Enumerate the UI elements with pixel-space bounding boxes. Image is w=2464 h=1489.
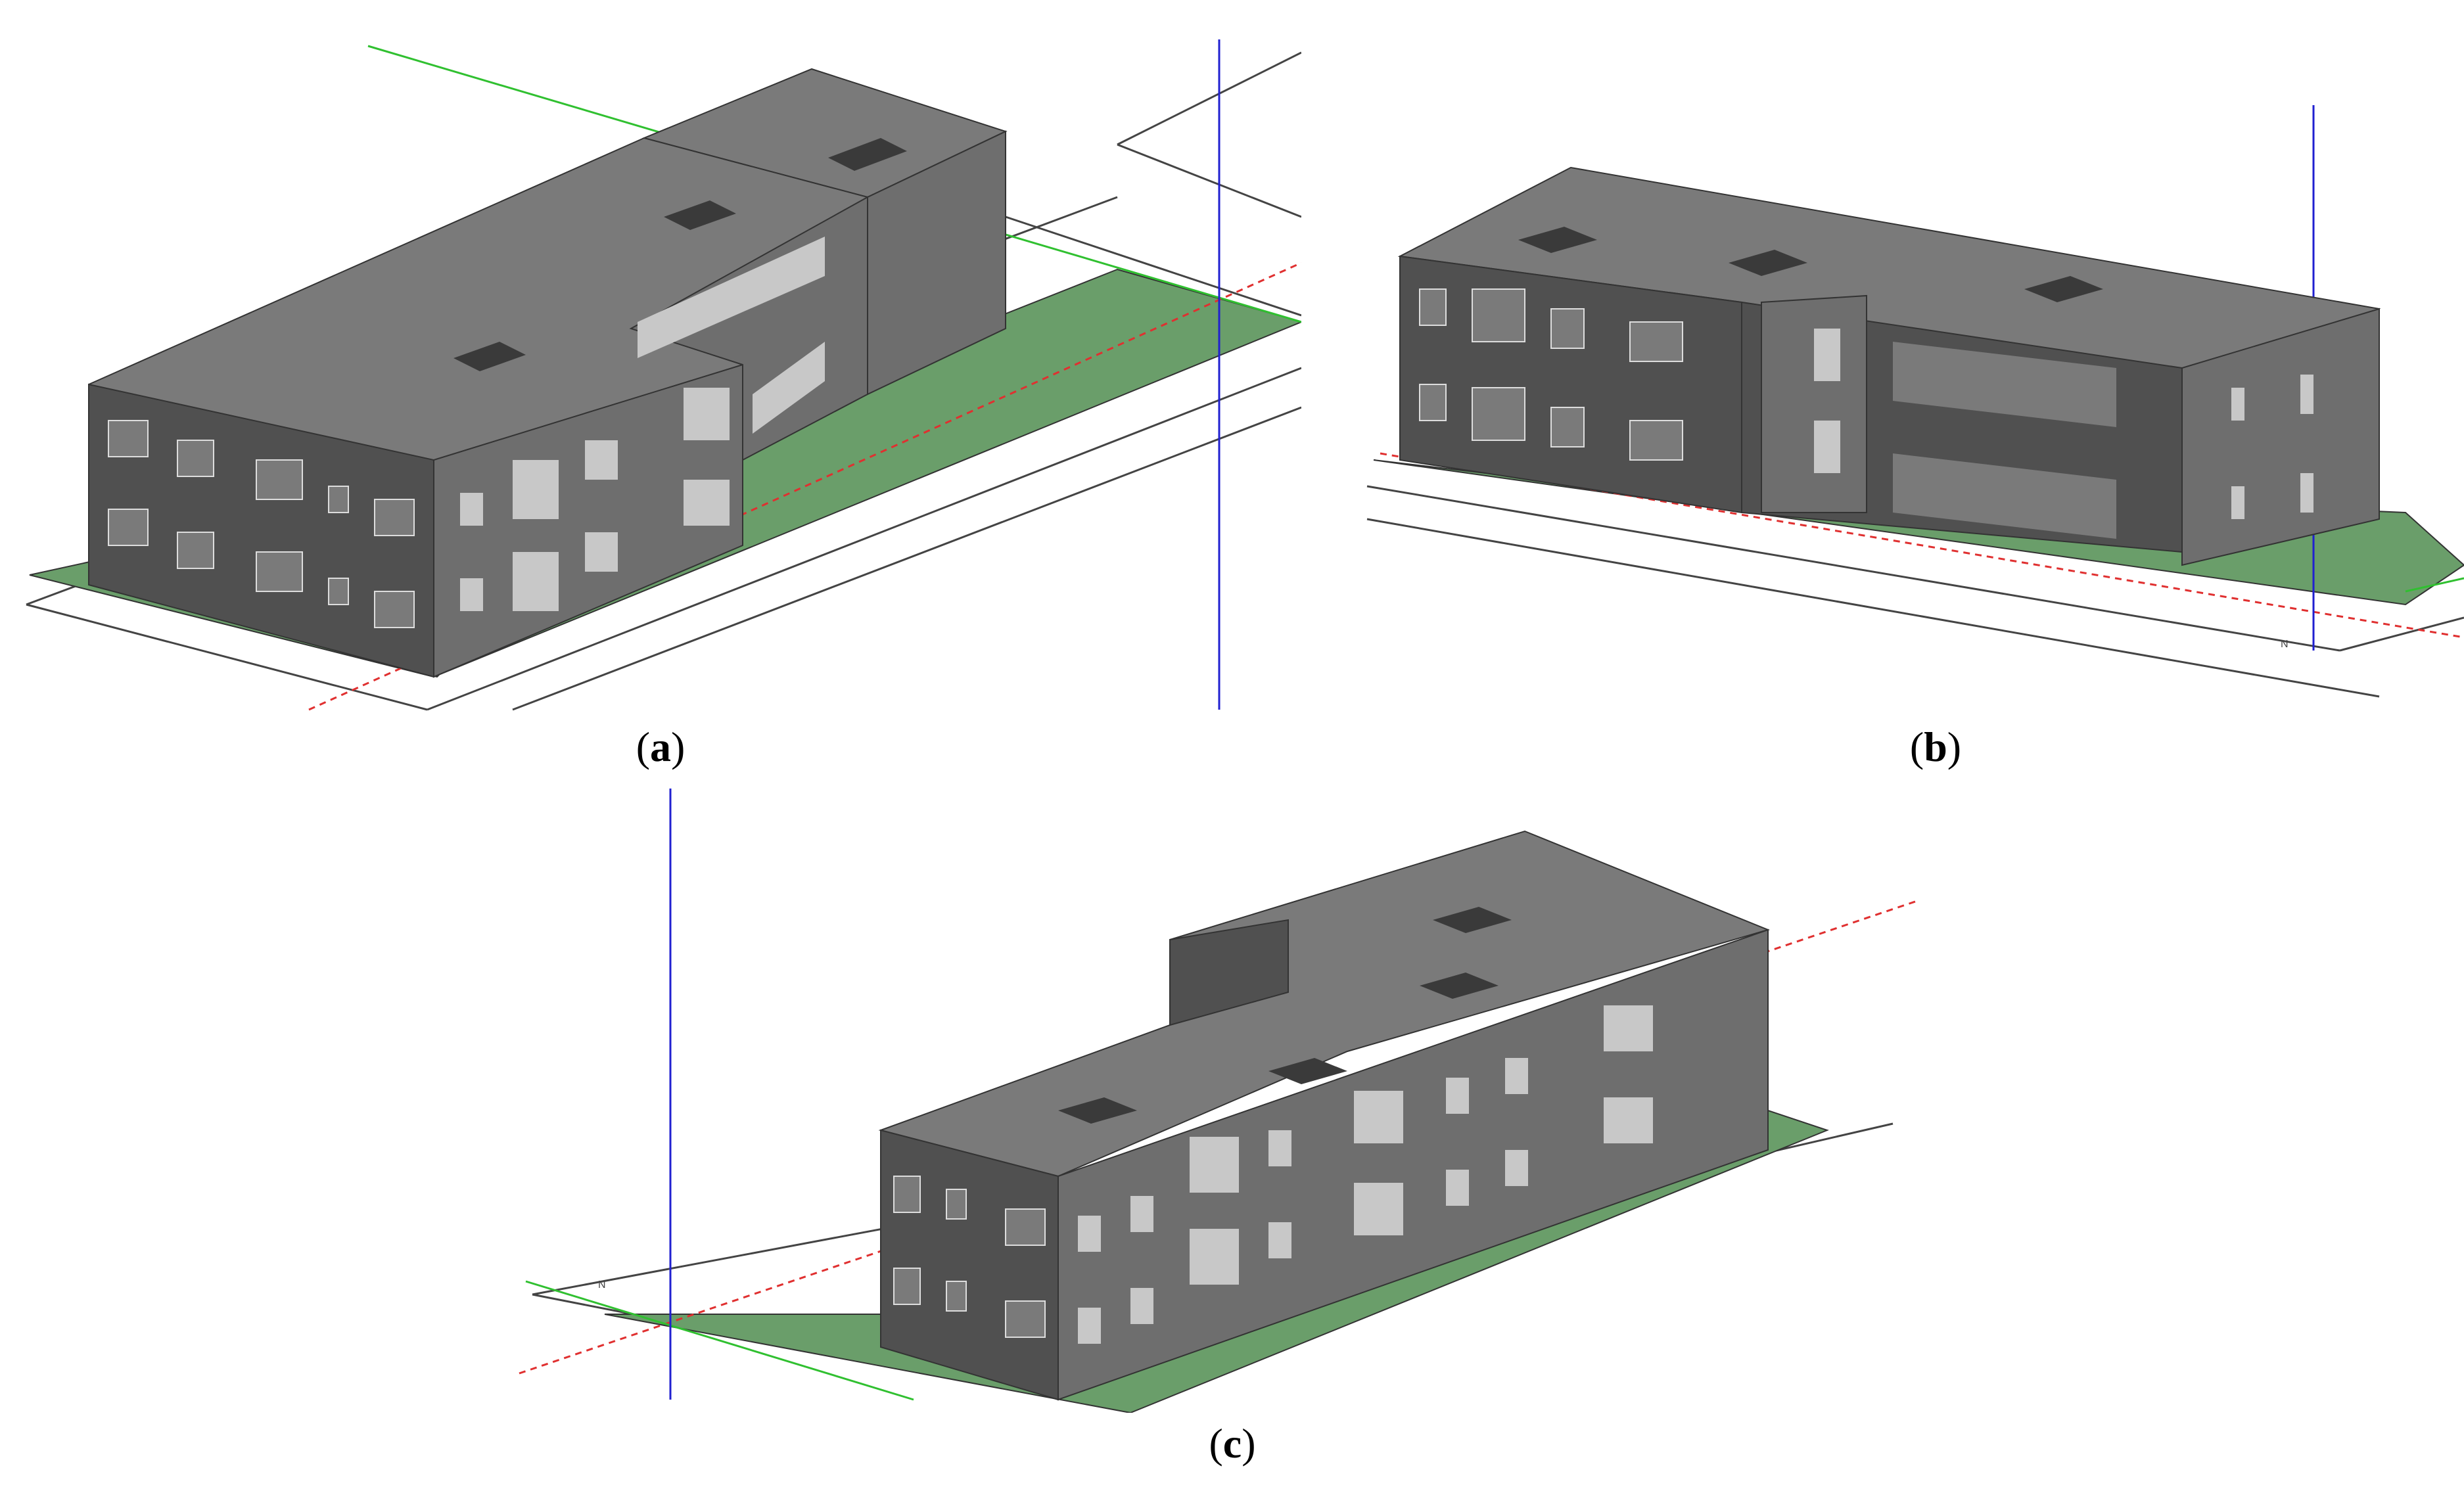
roof-hatches [1058, 907, 1512, 1124]
front-facade [1399, 255, 1742, 514]
caption-b-label: b [1924, 723, 1947, 770]
panel-c: N [500, 769, 1998, 1413]
caption-c-label: c [1222, 1420, 1242, 1467]
axis-y-line [525, 1280, 914, 1401]
windows-side [1814, 329, 2313, 519]
caption-a: (a) [636, 723, 686, 770]
panel-b: N [1354, 92, 2464, 716]
building-model-view-c: N [519, 789, 1920, 1413]
caption-c: (c) [1209, 1420, 1256, 1467]
caption-b: (b) [1909, 723, 1962, 770]
site-boundary [1366, 485, 2464, 698]
axis-y-line [2405, 577, 2464, 593]
caption-a-label: a [650, 723, 671, 770]
middle-block [1761, 294, 1867, 513]
roof-hatches [453, 138, 907, 371]
roof-hatches [1518, 227, 2103, 302]
north-label: N [598, 1279, 606, 1291]
windows-courtyard [1893, 342, 2116, 539]
building-model-view-b: N [1366, 105, 2464, 698]
windows-front [1419, 288, 1683, 461]
north-label: N [2281, 639, 2289, 650]
rear-wing-wall [1169, 919, 1289, 1026]
building-model-view-a [26, 39, 1301, 711]
windows-front [893, 1176, 1046, 1338]
side-facade [433, 363, 743, 678]
panel-a [0, 0, 1301, 716]
windows-side [460, 237, 825, 611]
windows-side [1078, 1005, 1653, 1344]
windows-front [108, 420, 415, 628]
